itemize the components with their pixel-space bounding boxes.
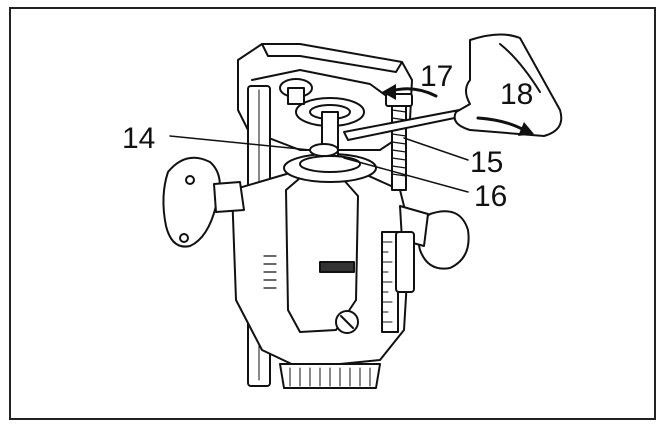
top-plate-inner — [251, 69, 393, 101]
hand — [453, 33, 563, 137]
top-plate-ridge — [261, 43, 403, 73]
callout-16: 16 — [474, 180, 507, 213]
nut-14 — [309, 143, 339, 157]
leader-16 — [343, 157, 469, 193]
callout-15: 15 — [470, 146, 503, 179]
stop-rod — [391, 99, 407, 191]
callout-17: 17 — [420, 60, 453, 93]
leader-15 — [403, 137, 469, 161]
arrow-18 — [476, 116, 526, 132]
motor-cap-inner — [299, 155, 361, 173]
left-handle-neck — [213, 181, 245, 213]
leader-14 — [169, 135, 311, 151]
label-plate — [319, 261, 355, 273]
callout-14: 14 — [122, 122, 155, 155]
callout-18: 18 — [500, 78, 533, 111]
scale-knob — [395, 231, 415, 293]
left-handle — [162, 156, 221, 248]
